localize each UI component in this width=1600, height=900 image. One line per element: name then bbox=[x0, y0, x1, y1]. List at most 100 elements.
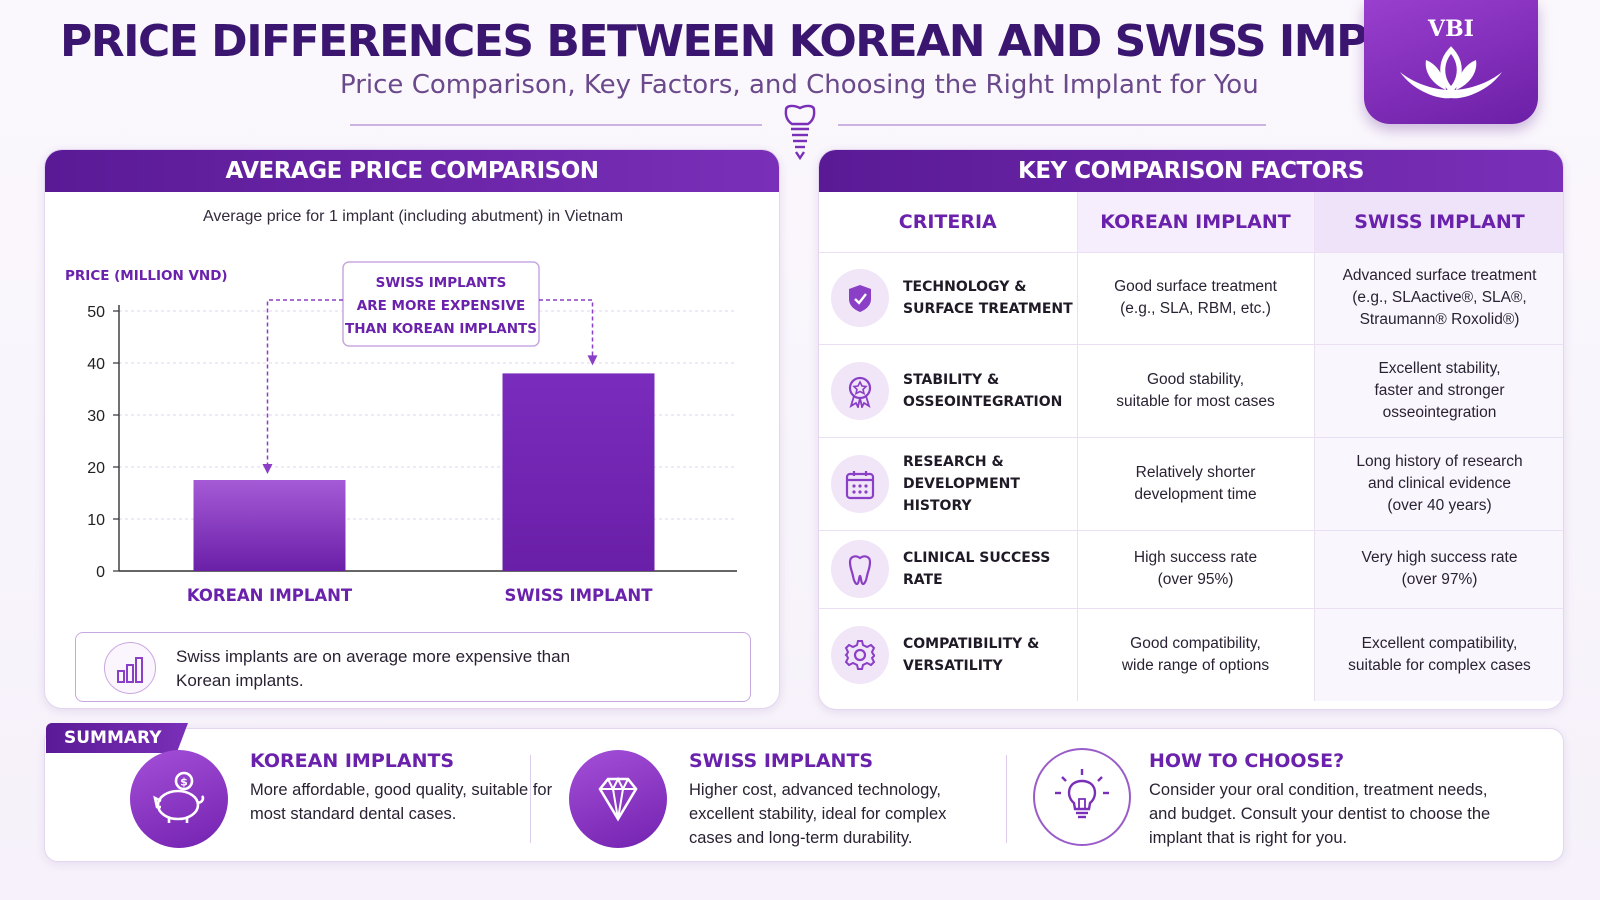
swiss-cell-line: Straumann® Roxolid®) bbox=[1359, 311, 1520, 328]
tooth-icon bbox=[831, 540, 889, 598]
bar-chart-icon bbox=[104, 642, 156, 694]
summary-text-swiss: Higher cost, advanced technology, excell… bbox=[689, 781, 947, 847]
summary-title-how-to-choose: HOW TO CHOOSE? bbox=[1149, 750, 1345, 772]
criteria-label: RESEARCH &DEVELOPMENT HISTORY bbox=[903, 451, 1077, 517]
column-header-swiss: SWISS IMPLANT bbox=[1314, 192, 1563, 252]
summary-panel bbox=[44, 728, 1564, 862]
korean-cell-line: Relatively shorter bbox=[1135, 463, 1256, 481]
korean-cell: Relatively shorter development time bbox=[1077, 436, 1315, 530]
y-tick-label: 30 bbox=[87, 408, 105, 425]
summary-title-swiss: SWISS IMPLANTS bbox=[689, 750, 874, 772]
arrowhead bbox=[587, 355, 598, 366]
criteria-label: CLINICAL SUCCESS RATE bbox=[903, 547, 1077, 591]
criteria-label-line: OSSEOINTEGRATION bbox=[903, 393, 1063, 410]
criteria-cell: COMPATIBILITY & VERSATILITY bbox=[819, 607, 1078, 701]
swiss-cell: Very high success rate (over 97%) bbox=[1314, 529, 1563, 608]
svg-text:$: $ bbox=[180, 776, 188, 789]
y-tick-label: 0 bbox=[96, 564, 105, 581]
table-row: CLINICAL SUCCESS RATE High success rate (o… bbox=[819, 529, 1563, 608]
swiss-cell-line: Very high success rate bbox=[1361, 549, 1518, 566]
swiss-cell-line: (over 40 years) bbox=[1387, 496, 1492, 514]
table-row: STABILITY & OSSEOINTEGRATION Good stabilit… bbox=[819, 343, 1563, 437]
criteria-label-line: COMPATIBILITY & bbox=[903, 635, 1040, 652]
callout-text: ARE MORE EXPENSIVE bbox=[357, 298, 525, 314]
table-header-row: CRITERIA KOREAN IMPLANT SWISS IMPLANT bbox=[819, 192, 1563, 252]
criteria-label-line: DEVELOPMENT HISTORY bbox=[903, 475, 1020, 514]
callout-arrow-korean bbox=[266, 299, 343, 466]
criteria-label-line: VERSATILITY bbox=[903, 657, 1003, 674]
table-row: TECHNOLOGY & SURFACE TREATMENT Good surfac… bbox=[819, 251, 1563, 344]
swiss-cell: Excellent stability, faster and stronger o… bbox=[1314, 343, 1563, 437]
korean-cell-line: Good compatibility, bbox=[1130, 634, 1261, 652]
swiss-cell-line: suitable for complex cases bbox=[1348, 656, 1531, 674]
gear-icon bbox=[831, 625, 889, 684]
korean-cell-line: High success rate bbox=[1133, 549, 1258, 566]
piggy-bank-icon: $ bbox=[130, 750, 228, 848]
swiss-cell-line: Excellent stability, bbox=[1378, 359, 1501, 377]
korean-cell: High success rate (over 95%) bbox=[1077, 529, 1315, 608]
swiss-cell-line: Long history of research bbox=[1356, 452, 1523, 470]
swiss-cell-line: (over 97%) bbox=[1401, 571, 1478, 588]
swiss-cell-line: and clinical evidence bbox=[1367, 474, 1512, 492]
korean-cell-line: Good stability, bbox=[1146, 370, 1245, 388]
criteria-cell: STABILITY & OSSEOINTEGRATION bbox=[819, 343, 1078, 437]
summary-divider bbox=[530, 755, 531, 843]
korean-cell-line: Good surface treatment bbox=[1114, 278, 1277, 295]
y-tick-label: 40 bbox=[87, 356, 105, 373]
price-comparison-heading: AVERAGE PRICE COMPARISON bbox=[45, 150, 779, 192]
page-subtitle: Price Comparison, Key Factors, and Choos… bbox=[340, 70, 1259, 100]
brand-logo: VBI bbox=[1364, 0, 1538, 124]
criteria-label-line: STABILITY & bbox=[903, 371, 1000, 388]
calendar-icon bbox=[831, 454, 889, 513]
criteria-label-line: TECHNOLOGY & bbox=[903, 279, 1027, 295]
callout-text: THAN KOREAN IMPLANTS bbox=[345, 321, 537, 337]
summary-text-korean: More affordable, good quality, suitable … bbox=[250, 781, 553, 823]
x-tick-label: KOREAN IMPLANT bbox=[187, 586, 353, 605]
title-divider-left bbox=[350, 124, 762, 126]
bar bbox=[193, 480, 346, 571]
callout-arrow-swiss bbox=[539, 299, 594, 358]
x-tick-label: SWISS IMPLANT bbox=[505, 586, 654, 605]
criteria-label: COMPATIBILITY & VERSATILITY bbox=[903, 633, 1039, 677]
criteria-label: TECHNOLOGY & SURFACE TREATMENT bbox=[903, 276, 1073, 320]
criteria-cell: RESEARCH &DEVELOPMENT HISTORY bbox=[819, 436, 1078, 530]
criteria-label-line: CLINICAL SUCCESS RATE bbox=[903, 550, 1051, 588]
page-title: Price Differences Between Korean and Swi… bbox=[60, 16, 1521, 67]
swiss-cell: Excellent compatibility,suitable for com… bbox=[1314, 607, 1563, 701]
comparison-factors-panel: KEY COMPARISON FACTORS CRITERIA KOREAN I… bbox=[818, 149, 1564, 710]
column-header-korean: KOREAN IMPLANT bbox=[1077, 192, 1315, 252]
swiss-cell-line: osseointegration bbox=[1382, 403, 1497, 421]
criteria-label: STABILITY & OSSEOINTEGRATION bbox=[903, 369, 1062, 413]
chart-caption: Average price for 1 implant (including a… bbox=[202, 208, 624, 225]
criteria-label-line: SURFACE TREATMENT bbox=[903, 301, 1073, 317]
criteria-cell: TECHNOLOGY & SURFACE TREATMENT bbox=[819, 251, 1078, 344]
dental-implant-icon bbox=[784, 104, 816, 161]
comparison-factors-heading: KEY COMPARISON FACTORS bbox=[819, 150, 1563, 192]
callout-box bbox=[342, 261, 540, 347]
swiss-cell: Advanced surface treatment (e.g., SLAacti… bbox=[1314, 251, 1563, 344]
lotus-icon bbox=[1400, 46, 1502, 99]
column-header-criteria: CRITERIA bbox=[819, 192, 1078, 252]
korean-cell-line: development time bbox=[1134, 485, 1257, 503]
swiss-cell-line: faster and stronger bbox=[1374, 381, 1505, 399]
korean-cell-line: (over 95%) bbox=[1157, 571, 1234, 588]
lightbulb-icon bbox=[1033, 748, 1131, 846]
bar bbox=[502, 373, 655, 571]
korean-cell: Good compatibility, wide range of options bbox=[1077, 607, 1315, 701]
swiss-cell-line: Advanced surface treatment bbox=[1342, 267, 1537, 284]
criteria-cell: CLINICAL SUCCESS RATE bbox=[819, 529, 1078, 608]
callout-text: SWISS IMPLANTS bbox=[376, 275, 507, 291]
korean-cell-line: wide range of options bbox=[1121, 656, 1270, 674]
y-tick-label: 50 bbox=[87, 304, 105, 321]
title-divider-right bbox=[838, 124, 1266, 126]
chart-note-text: Swiss implants are on average more expen… bbox=[176, 647, 571, 690]
price-comparison-panel: AVERAGE PRICE COMPARISON Average price f… bbox=[44, 149, 780, 709]
chart-note-box: Swiss implants are on average more expen… bbox=[75, 632, 751, 702]
shield-icon bbox=[831, 269, 889, 327]
summary-divider bbox=[1006, 755, 1007, 843]
y-tick-label: 20 bbox=[87, 460, 105, 477]
diamond-icon bbox=[569, 750, 667, 848]
swiss-cell-line: (e.g., SLAactive®, SLA®, bbox=[1352, 289, 1527, 306]
